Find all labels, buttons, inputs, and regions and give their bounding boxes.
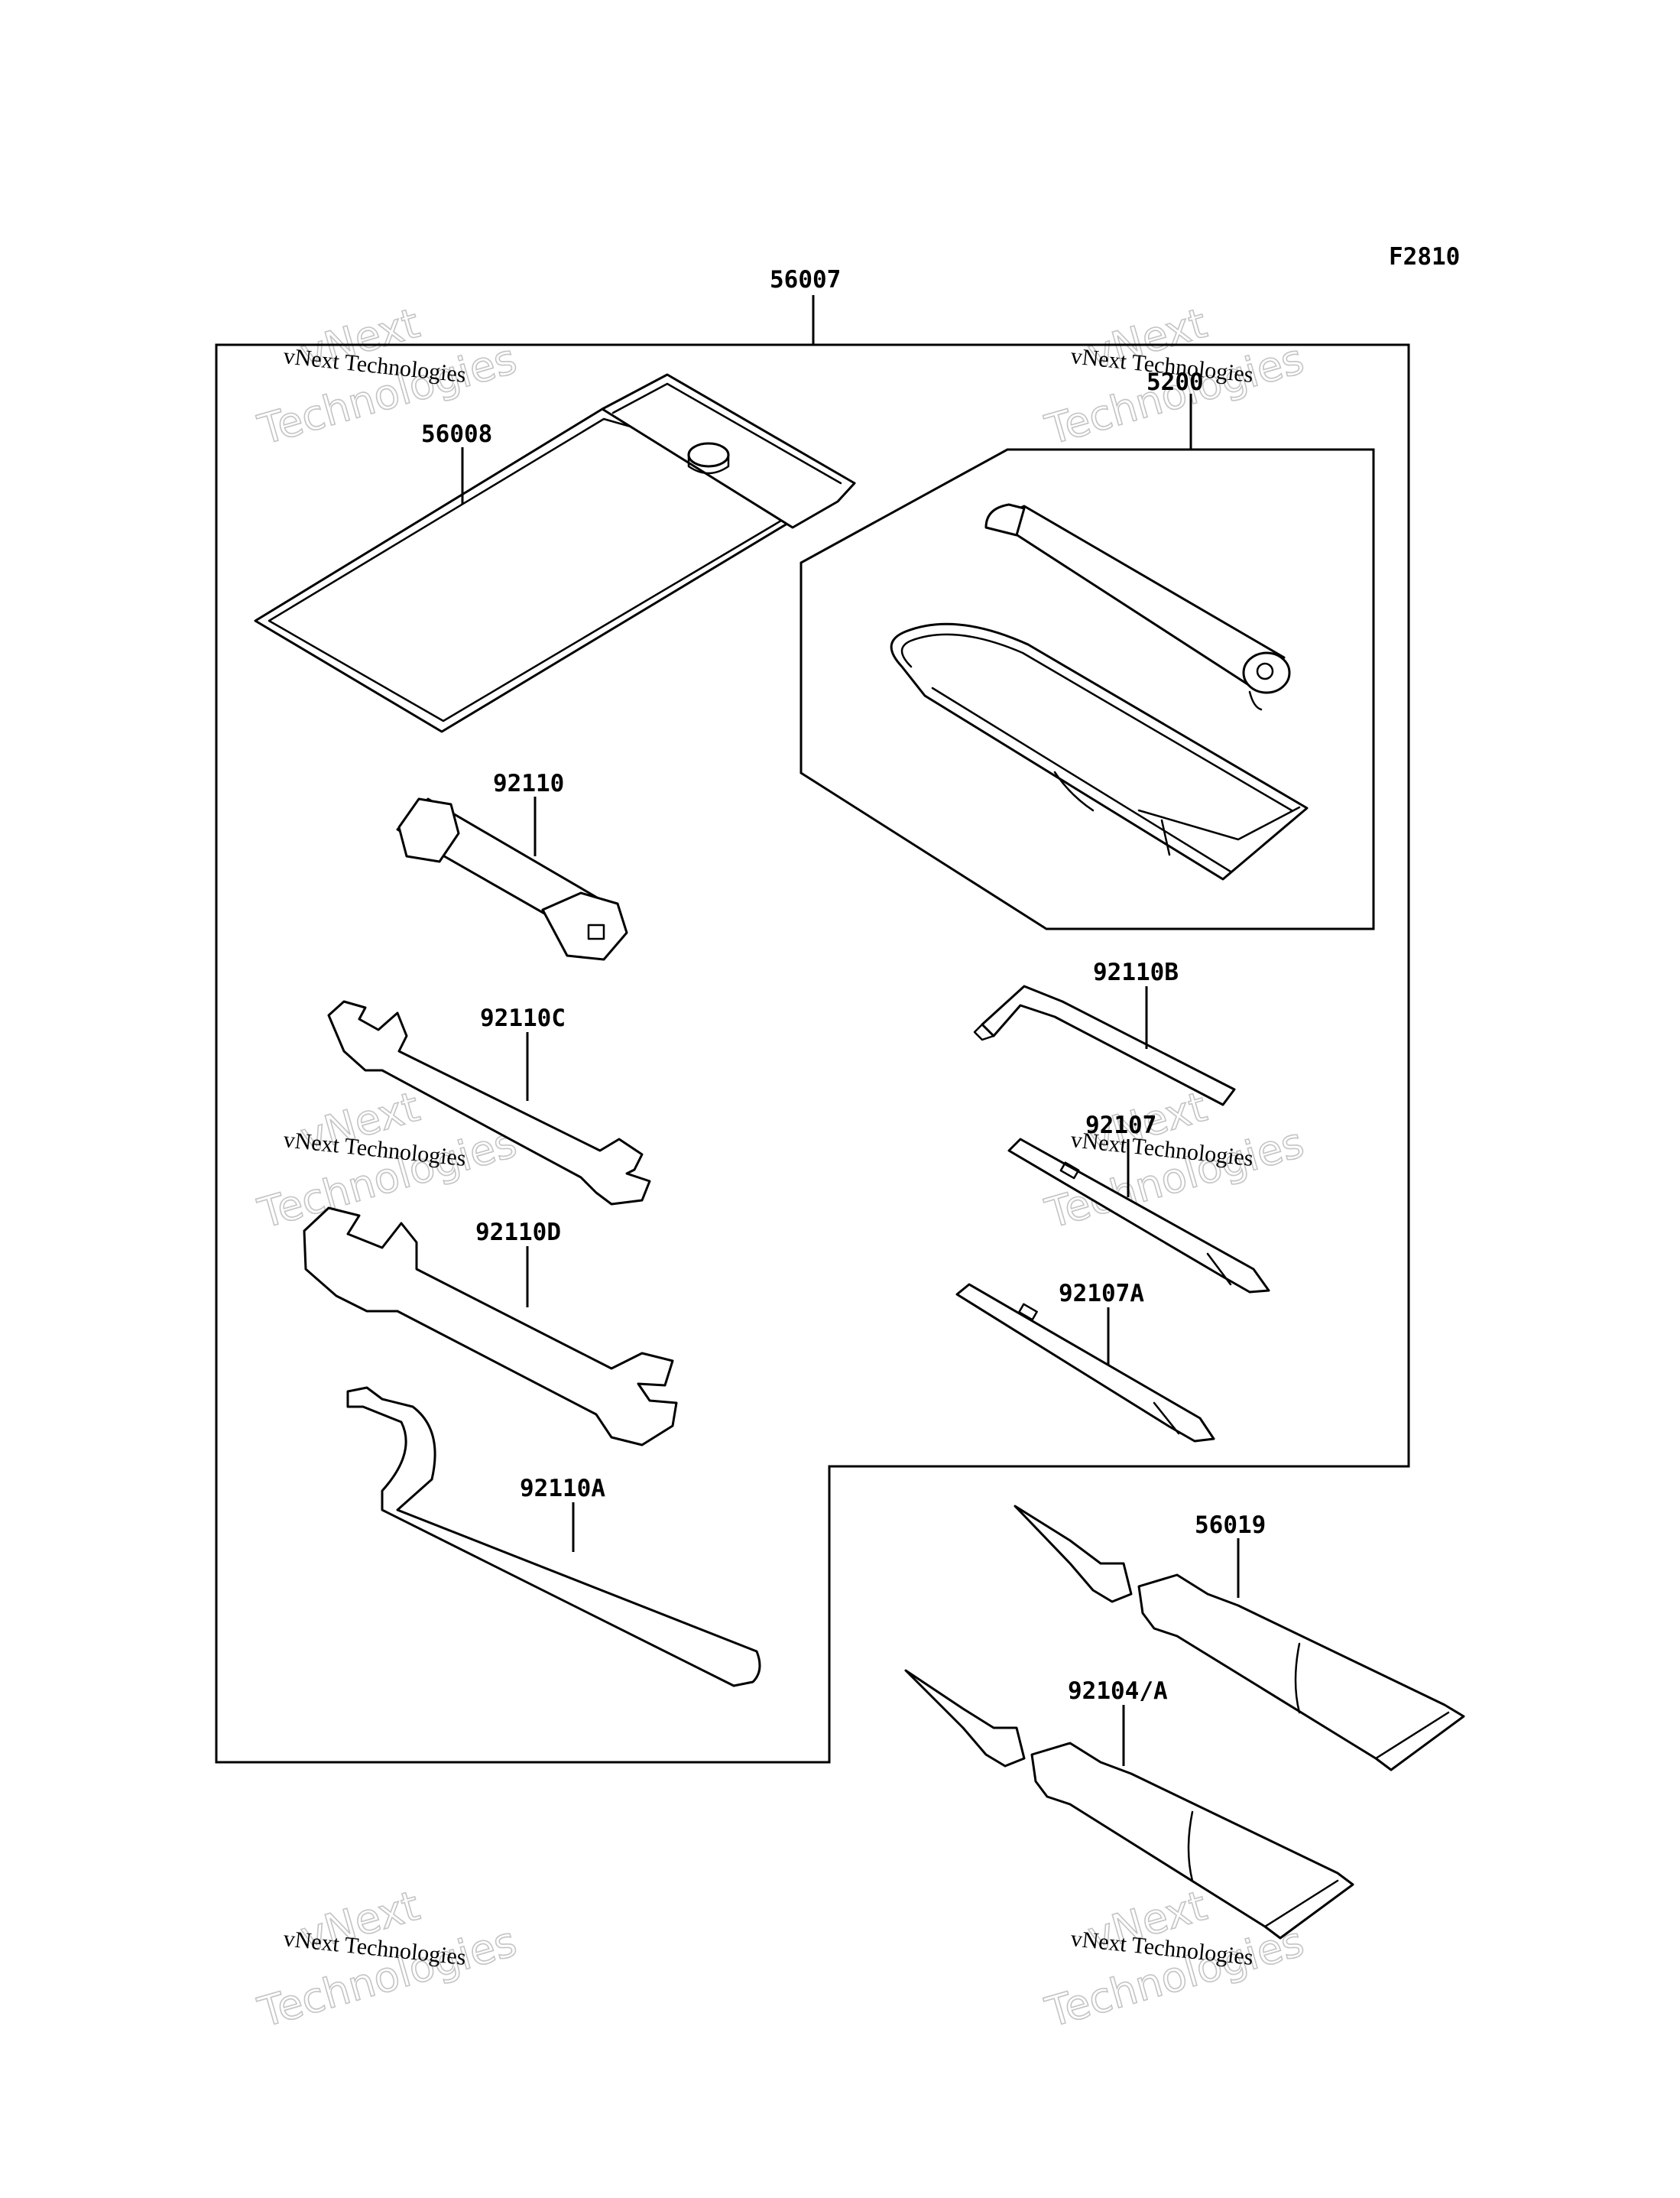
tool-pouch <box>254 373 856 733</box>
figure-code: F2810 <box>1389 243 1460 271</box>
label-wrench-d: 92110D <box>475 1219 561 1246</box>
label-screwdriver: 92107 <box>1085 1112 1156 1139</box>
label-kit: 56007 <box>770 266 841 294</box>
label-pouch: 56008 <box>421 420 492 448</box>
watermark-bottom-left: vNext Technologies vNext Technologies <box>252 1881 522 2037</box>
screwdriver-a <box>955 1283 1215 1443</box>
label-screwdriver-a: 92107A <box>1059 1280 1144 1307</box>
grease-tube-bottom <box>904 1669 1354 1940</box>
label-tube-bottom: 92104/A <box>1068 1677 1168 1705</box>
watermark-mid-right: vNext Technologies vNext Technologies <box>1039 1082 1309 1239</box>
pump-tube <box>984 503 1291 711</box>
label-tube-top: 56019 <box>1195 1511 1266 1539</box>
label-plug-wrench: 92110 <box>493 770 564 797</box>
wrench-c <box>327 1000 651 1206</box>
label-inner-box: 5200 <box>1146 368 1204 396</box>
cloth-bag <box>890 622 1309 881</box>
screwdriver <box>1007 1138 1270 1294</box>
label-hook-wrench: 92110A <box>520 1475 605 1502</box>
label-hex-key: 92110B <box>1093 959 1179 986</box>
inner-box-boundary <box>799 448 1375 930</box>
label-wrench-c: 92110C <box>480 1005 566 1032</box>
kit-boundary <box>215 343 1410 1764</box>
grease-tube-top <box>1014 1505 1465 1771</box>
hex-key <box>973 985 1236 1106</box>
plug-wrench <box>396 797 628 961</box>
wrench-d <box>303 1206 678 1446</box>
hook-wrench <box>346 1386 761 1687</box>
